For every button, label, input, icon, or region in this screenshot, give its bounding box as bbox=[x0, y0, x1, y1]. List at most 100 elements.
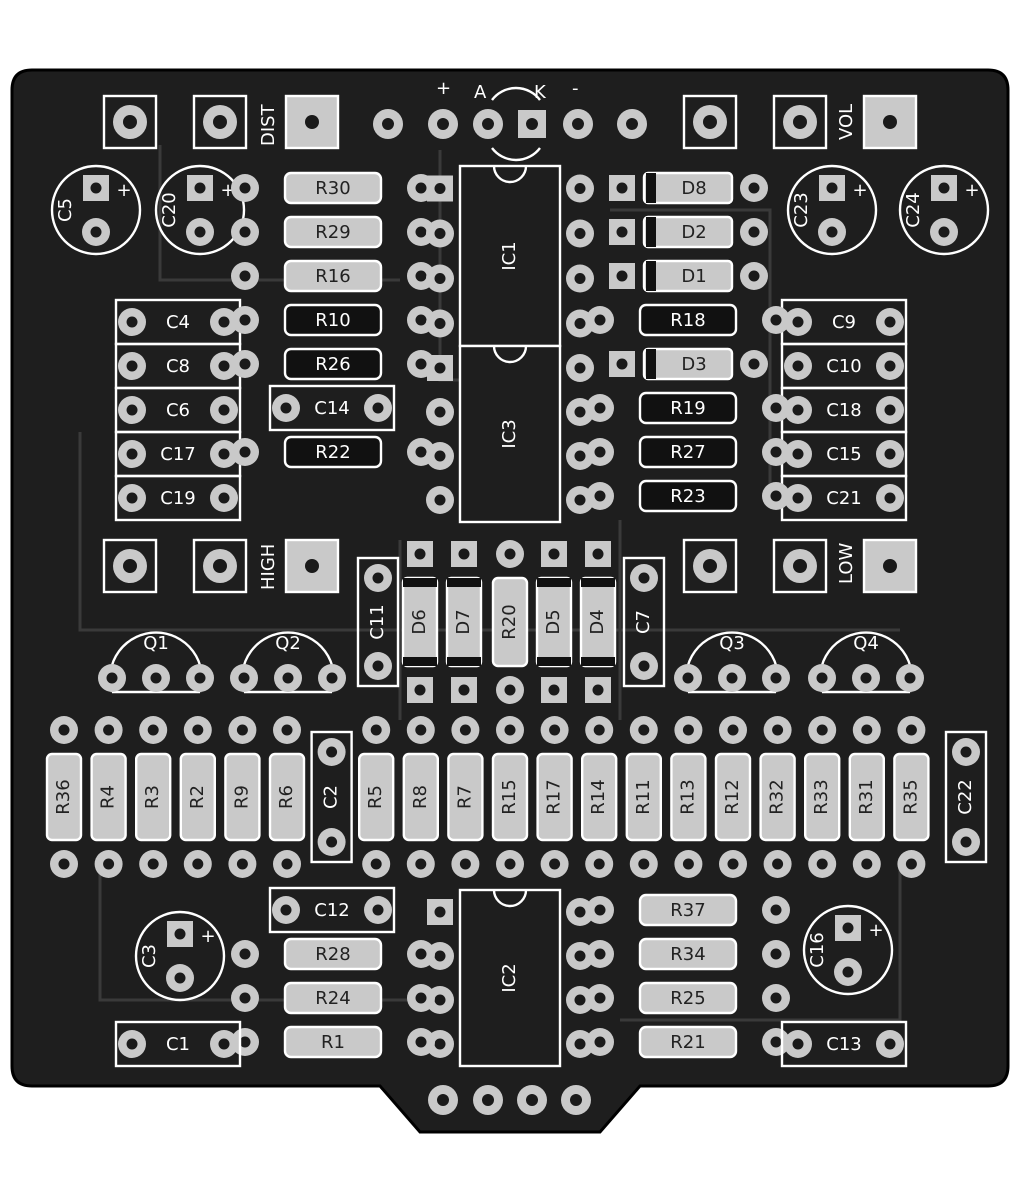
resistor-label: R26 bbox=[315, 354, 350, 375]
electrolytic-label: C24 bbox=[903, 192, 924, 227]
pot-vol-label: VOL bbox=[836, 104, 857, 140]
resistor-label: R23 bbox=[670, 486, 705, 507]
transistor-q3: Q3 bbox=[674, 631, 790, 694]
diode-d8: D8 bbox=[609, 171, 768, 205]
polarity-plus: + bbox=[116, 180, 131, 201]
resistor-label: R35 bbox=[900, 779, 921, 814]
resistor-label: R19 bbox=[670, 398, 705, 419]
resistor-label: R17 bbox=[544, 779, 565, 814]
capacitor-label: C14 bbox=[314, 398, 349, 419]
capacitor-c14: C14 bbox=[268, 384, 396, 432]
capacitor-c13: C13 bbox=[780, 1020, 908, 1068]
resistor-r35: R35 bbox=[893, 716, 930, 878]
electrolytic-label: C5 bbox=[55, 198, 76, 222]
diode-d7: D7 bbox=[445, 541, 483, 703]
polarity-plus: + bbox=[200, 926, 215, 947]
led-anode-label: A bbox=[474, 82, 487, 103]
resistor-r36: R36 bbox=[45, 716, 83, 878]
resistor-r15: R15 bbox=[491, 716, 529, 878]
diode-label: D4 bbox=[587, 609, 608, 634]
diode-label: D2 bbox=[681, 222, 706, 243]
polarity-plus: + bbox=[852, 180, 867, 201]
resistor-label: R31 bbox=[856, 779, 877, 814]
capacitor-c1: C1 bbox=[114, 1020, 242, 1068]
transistor-label: Q3 bbox=[719, 633, 745, 654]
capacitor-label: C9 bbox=[832, 312, 856, 333]
electrolytic-c20: +C20 bbox=[154, 164, 246, 256]
pot-high: HIGH bbox=[102, 538, 340, 594]
resistor-r30: R30 bbox=[231, 171, 435, 205]
resistor-r12: R12 bbox=[714, 716, 752, 878]
diode-label: D7 bbox=[453, 609, 474, 634]
capacitor-label: C17 bbox=[160, 444, 195, 465]
resistor-label: R10 bbox=[315, 310, 350, 331]
bottom-connector bbox=[428, 1085, 591, 1115]
resistor-r18: R18 bbox=[586, 303, 790, 337]
resistor-label: R8 bbox=[410, 785, 431, 809]
ic-label: IC3 bbox=[499, 419, 520, 448]
resistor-label: R5 bbox=[365, 785, 386, 809]
resistor-r33: R33 bbox=[804, 716, 841, 878]
resistor-r31: R31 bbox=[848, 716, 885, 878]
diode-d5: D5 bbox=[535, 541, 573, 703]
diode-d2: D2 bbox=[609, 215, 768, 249]
capacitor-label: C11 bbox=[367, 604, 388, 639]
resistor-label: R32 bbox=[767, 779, 788, 814]
resistor-label: R22 bbox=[315, 442, 350, 463]
electrolytic-c24: +C24 bbox=[898, 164, 990, 256]
resistor-r19: R19 bbox=[586, 391, 790, 425]
resistor-r1: R1 bbox=[231, 1025, 435, 1059]
electrolytic-c3: +C3 bbox=[134, 910, 226, 1002]
resistor-r9: R9 bbox=[224, 716, 261, 878]
polarity-plus: + bbox=[868, 920, 883, 941]
ic-ic3: IC3 bbox=[426, 344, 594, 524]
capacitor-c22: C22 bbox=[944, 730, 988, 864]
resistor-label: R7 bbox=[454, 785, 475, 809]
resistor-r17: R17 bbox=[536, 716, 573, 878]
resistor-label: R16 bbox=[315, 266, 350, 287]
transistor-q1: Q1 bbox=[98, 631, 214, 694]
resistor-label: R34 bbox=[670, 944, 705, 965]
resistor-r20: R20 bbox=[491, 540, 529, 704]
diode-d3: D3 bbox=[609, 347, 768, 381]
resistor-label: R6 bbox=[276, 785, 297, 809]
resistor-r27: R27 bbox=[586, 435, 790, 469]
diode-d6: D6 bbox=[401, 541, 439, 703]
resistor-label: R25 bbox=[670, 988, 705, 1009]
capacitor-label: C22 bbox=[955, 779, 976, 814]
transistor-q4: Q4 bbox=[808, 631, 924, 694]
capacitor-label: C13 bbox=[826, 1034, 861, 1055]
capacitor-c6: C6 bbox=[114, 386, 242, 434]
capacitor-label: C1 bbox=[166, 1034, 190, 1055]
electrolytic-c23: +C23 bbox=[786, 164, 878, 256]
capacitor-label: C6 bbox=[166, 400, 190, 421]
resistor-label: R33 bbox=[811, 779, 832, 814]
capacitor-c7: C7 bbox=[622, 556, 666, 688]
capacitor-c10: C10 bbox=[780, 342, 908, 390]
pot-low-label: LOW bbox=[836, 542, 857, 584]
resistor-label: R13 bbox=[677, 779, 698, 814]
resistor-label: R24 bbox=[315, 988, 350, 1009]
resistor-r14: R14 bbox=[581, 716, 618, 878]
capacitor-label: C7 bbox=[633, 610, 654, 634]
resistor-r3: R3 bbox=[134, 716, 172, 878]
capacitor-label: C15 bbox=[826, 444, 861, 465]
capacitor-c9: C9 bbox=[780, 298, 908, 346]
led-plus-label: + bbox=[436, 78, 451, 99]
diode-d4: D4 bbox=[579, 541, 617, 703]
resistor-r37: R37 bbox=[586, 893, 790, 927]
resistor-label: R14 bbox=[588, 779, 609, 814]
capacitor-label: C4 bbox=[166, 312, 190, 333]
capacitor-c21: C21 bbox=[780, 474, 908, 522]
led-cathode-label: K bbox=[534, 82, 547, 103]
capacitor-label: C8 bbox=[166, 356, 190, 377]
pot-dist: DIST bbox=[102, 94, 340, 150]
resistor-label: R28 bbox=[315, 944, 350, 965]
transistor-label: Q4 bbox=[853, 633, 879, 654]
resistor-r25: R25 bbox=[586, 981, 790, 1015]
capacitor-label: C10 bbox=[826, 356, 861, 377]
electrolytic-label: C20 bbox=[159, 192, 180, 227]
pot-high-label: HIGH bbox=[258, 544, 279, 590]
electrolytic-label: C16 bbox=[807, 932, 828, 967]
